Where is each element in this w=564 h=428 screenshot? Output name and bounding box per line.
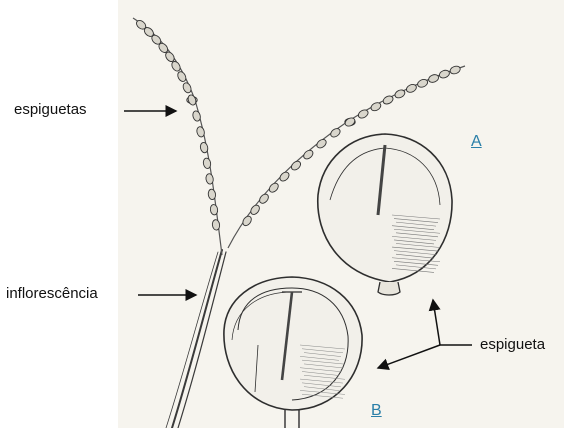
panel-label-b: B bbox=[371, 402, 382, 420]
spikelet-label: espigueta bbox=[480, 336, 545, 353]
panel-label-a: A bbox=[471, 133, 482, 151]
inflorescence-label: inflorescência bbox=[6, 285, 98, 302]
spikelets-label: espiguetas bbox=[14, 101, 87, 118]
